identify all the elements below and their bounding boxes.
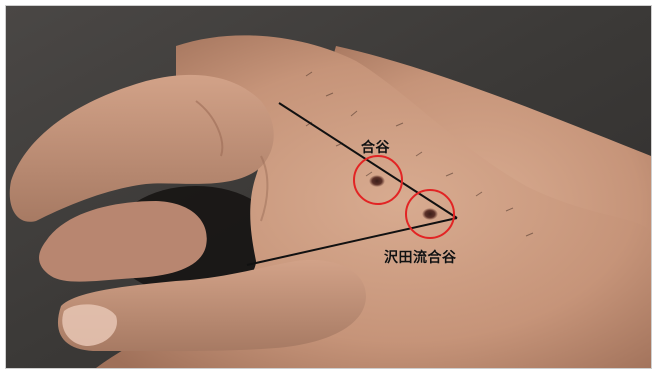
hand-photo — [6, 6, 651, 368]
guide-line-lower — [246, 217, 458, 266]
middle-finger — [39, 201, 207, 282]
hair — [305, 71, 534, 237]
knuckle-crease — [195, 100, 224, 157]
thumbnail — [62, 304, 117, 346]
label-gokoku: 合谷 — [361, 140, 390, 156]
label-sawada-gokoku: 沢田流合谷 — [384, 250, 457, 266]
acupoint-mark-lower — [422, 208, 438, 220]
photo-frame: 合谷 沢田流合谷 — [5, 5, 652, 369]
guide-line-upper — [278, 102, 458, 219]
web-crease — [260, 155, 269, 222]
circle-gokoku — [353, 155, 403, 205]
thumb — [57, 260, 367, 352]
acupoint-mark-upper — [369, 175, 385, 187]
circle-sawada-gokoku — [405, 189, 455, 239]
hand-back — [96, 35, 651, 368]
